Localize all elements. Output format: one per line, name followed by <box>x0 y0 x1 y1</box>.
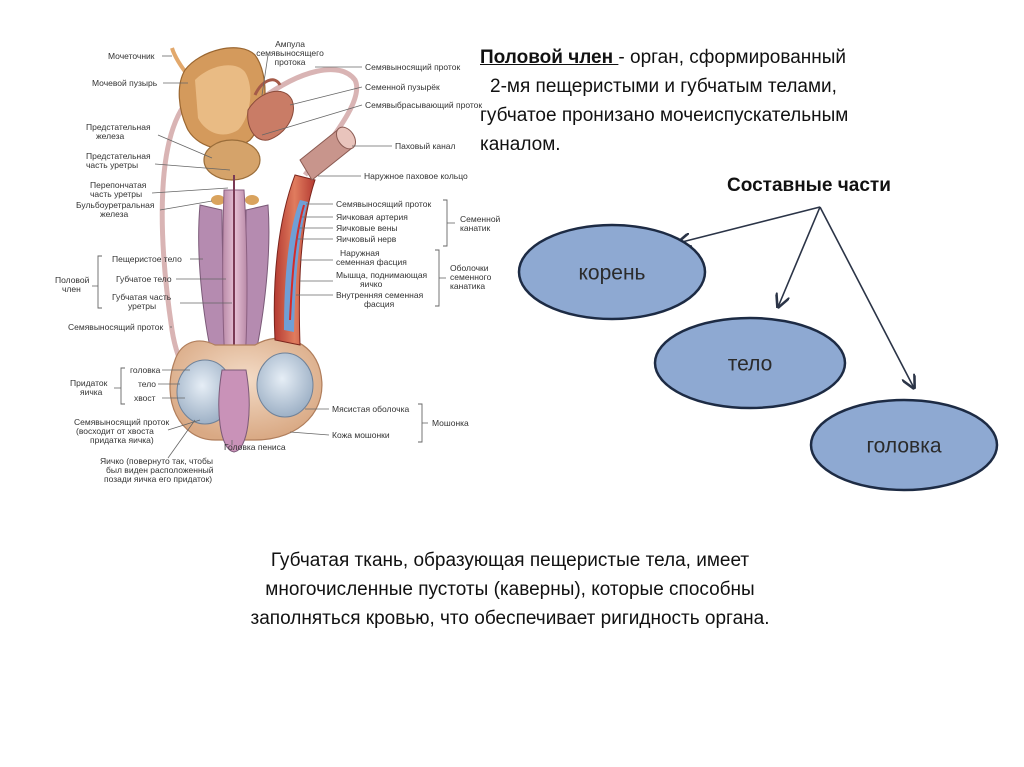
label-membranous-urethra-1: Перепончатая <box>90 180 147 190</box>
label-internal-fascia-1: Внутренняя семенная <box>336 290 424 300</box>
label-epididymis-1: Придаток <box>70 378 108 388</box>
label-glans: Головка пениса <box>224 442 286 452</box>
part-glans-label: головка <box>866 435 941 458</box>
label-epididymis-head: головка <box>130 365 161 375</box>
label-prostate-2: железа <box>96 131 125 141</box>
label-vas-ascending-2: (восходит от хвоста <box>76 426 154 436</box>
label-vas-ascending-1: Семявыносящий проток <box>74 417 169 427</box>
label-inguinal-canal: Паховый канал <box>395 141 456 151</box>
label-spermatic-cord-2: канатик <box>460 223 491 233</box>
label-external-fascia-1: Наружная <box>340 248 380 258</box>
label-testicular-veins: Яичковые вены <box>336 223 398 233</box>
label-testis-2: был виден расположенный <box>106 465 214 475</box>
bottom-paragraph: Губчатая ткань, образующая пещеристые те… <box>150 546 870 633</box>
label-ampulla-1: Ампула <box>275 39 305 49</box>
label-bulbourethral-1: Бульбоуретральная <box>76 200 155 210</box>
label-cord-coverings-1: Оболочки <box>450 263 489 273</box>
label-internal-fascia-2: фасция <box>364 299 395 309</box>
label-epididymis-body: тело <box>138 379 156 389</box>
seminal-vesicle-shape <box>247 90 294 141</box>
label-prostatic-urethra-1: Предстательная <box>86 151 151 161</box>
label-cord-coverings-2: семенного <box>450 272 492 282</box>
definition-line-3: губчатое пронизано мочеиспускательным <box>480 105 849 126</box>
definition-line-2: 2-мя пещеристыми и губчатым телами, <box>490 76 837 97</box>
part-glans-oval <box>809 398 999 492</box>
label-ampulla-2: семявыносящего <box>256 48 324 58</box>
definition-text: Половой член - орган, сформированный 2-м… <box>480 43 980 159</box>
arrow-to-body <box>778 206 821 307</box>
testis-right-shape <box>256 352 314 418</box>
part-body: тело <box>653 316 847 410</box>
arrow-to-root <box>678 206 821 243</box>
label-seminal-vesicle: Семенной пузырёк <box>365 82 440 92</box>
part-root-oval <box>517 223 707 321</box>
label-bladder: Мочевой пузырь <box>92 78 158 88</box>
label-prostate-1: Предстательная <box>86 122 151 132</box>
bottom-line-1: Губчатая ткань, образующая пещеристые те… <box>270 550 750 571</box>
parts-diagram: корень тело головка <box>517 206 999 492</box>
anatomy-diagram: Мочеточник Мочевой пузырь Предстательная… <box>55 39 501 484</box>
label-cord-coverings-3: канатика <box>450 281 485 291</box>
bottom-line-2: многочисленные пустоты (каверны), которы… <box>265 579 755 600</box>
spermatic-cord-inner-shape <box>284 200 308 332</box>
part-root-label: корень <box>579 262 646 285</box>
definition-line-1: Половой член - орган, сформированный <box>480 43 980 72</box>
label-spongy-urethra-2: уретры <box>128 301 156 311</box>
label-scrotum-skin: Кожа мошонки <box>332 430 390 440</box>
bottom-line-3: заполняться кровью, что обеспечивает риг… <box>250 608 770 629</box>
arrow-to-glans <box>819 206 914 388</box>
label-spongy-body: Губчатое тело <box>116 274 172 284</box>
label-external-fascia-2: семенная фасция <box>336 257 407 267</box>
prostate-shape <box>203 139 261 181</box>
definition-line-4: каналом. <box>480 134 561 155</box>
bulbourethral-gland-shape <box>211 195 225 205</box>
label-ejaculatory-duct: Семявыбрасывающий проток <box>365 100 482 110</box>
label-spongy-urethra-1: Губчатая часть <box>112 292 172 302</box>
label-epididymis-tail: хвост <box>134 393 156 403</box>
label-testis-3: позади яичка его придаток) <box>104 474 212 484</box>
definition-line-1-rest: - орган, сформированный <box>618 47 847 68</box>
label-spermatic-cord-1: Семенной <box>460 214 501 224</box>
label-vas-top: Семявыносящий проток <box>365 62 460 72</box>
bulbourethral-gland-shape-2 <box>245 195 259 205</box>
label-ureter: Мочеточник <box>108 51 155 61</box>
inguinal-ring-shape <box>335 126 357 150</box>
label-prostatic-urethra-2: часть уретры <box>86 160 138 170</box>
label-testicular-nerve: Яичковый нерв <box>336 234 397 244</box>
label-ampulla-3: протока <box>274 57 305 67</box>
part-body-label: тело <box>728 353 773 376</box>
label-bulbourethral-2: железа <box>100 209 129 219</box>
label-membranous-urethra-2: часть уретры <box>90 189 142 199</box>
parts-heading: Составные части <box>727 175 891 196</box>
testicular-artery-shape <box>289 204 305 321</box>
label-testis-1: Яичко (повернуто так, чтобы <box>100 456 213 466</box>
label-inguinal-ring: Наружное паховое кольцо <box>364 171 468 181</box>
part-glans: головка <box>809 398 999 492</box>
definition-term: Половой член <box>480 47 619 68</box>
label-scrotum: Мошонка <box>432 418 469 428</box>
label-vas-right: Семявыносящий проток <box>336 199 431 209</box>
label-epididymis-2: яичка <box>80 387 103 397</box>
part-root: корень <box>517 223 707 321</box>
label-cremaster-2: яичко <box>360 279 383 289</box>
label-dartos: Мясистая оболочка <box>332 404 409 414</box>
label-vas-ascending-3: придатка яичка) <box>90 435 154 445</box>
label-cremaster-1: Мышца, поднимающая <box>336 270 428 280</box>
bladder-inner-shape <box>195 65 251 135</box>
label-cavernous-body: Пещеристое тело <box>112 254 182 264</box>
label-testicular-artery: Яичковая артерия <box>336 212 408 222</box>
ampulla-shape <box>253 78 282 96</box>
label-penis-2: член <box>62 284 81 294</box>
glans-shape <box>218 369 250 453</box>
part-body-oval <box>653 316 847 410</box>
label-vas-deferens-left: Семявыносящий проток <box>68 322 163 332</box>
label-penis-1: Половой <box>55 275 90 285</box>
